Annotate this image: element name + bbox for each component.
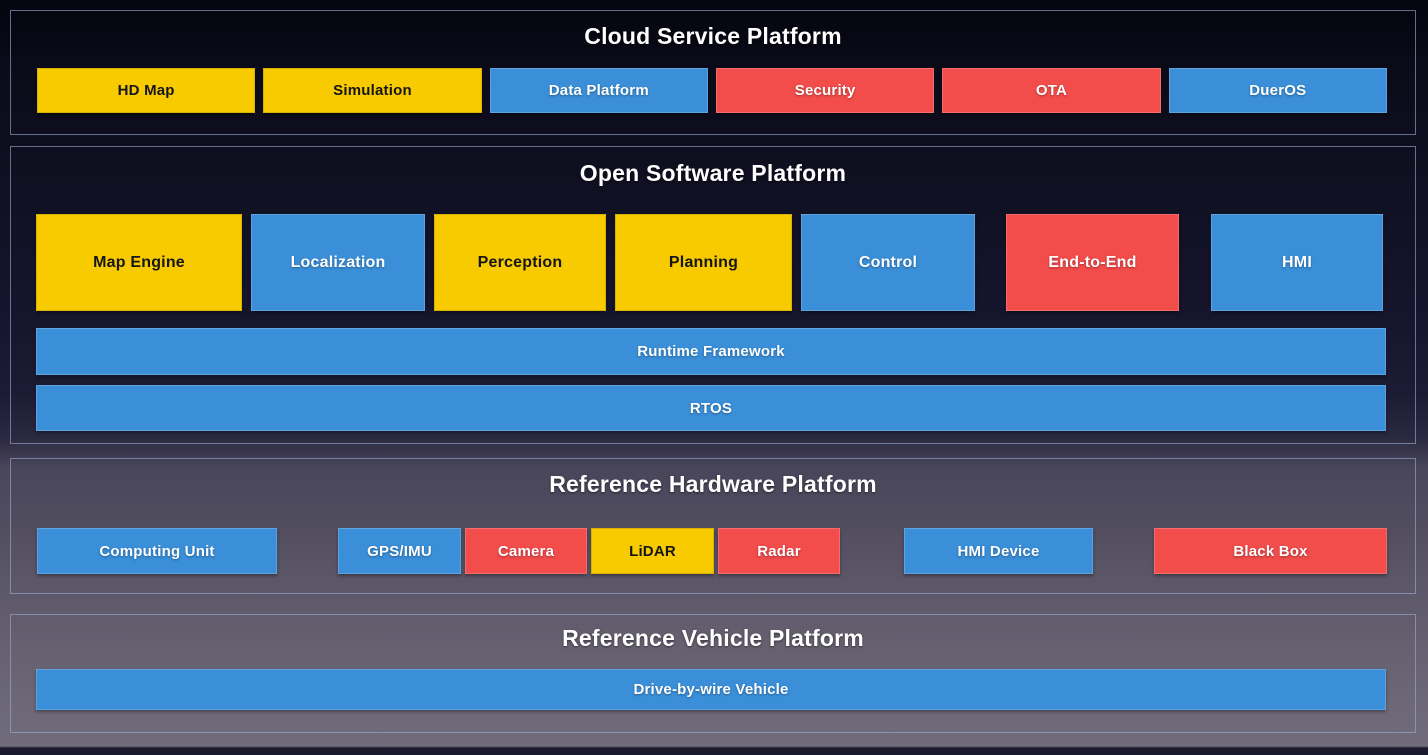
open-software-platform-title: Open Software Platform (579, 160, 847, 186)
box-control: Control (801, 214, 975, 311)
box-ota: OTA (942, 68, 1161, 113)
box-black-box: Black Box (1154, 528, 1387, 574)
cloud-service-platform-title: Cloud Service Platform (584, 23, 842, 49)
section-reference-hardware-platform: Reference Hardware Platform Computing Un… (10, 458, 1416, 594)
bar-drive-by-wire-vehicle: Drive-by-wire Vehicle (36, 669, 1386, 710)
box-planning: Planning (615, 214, 792, 311)
box-simulation: Simulation (263, 68, 482, 113)
box-data-platform: Data Platform (489, 68, 708, 113)
cloud-services-row: HD Map Simulation Data Platform Security… (37, 68, 1387, 113)
box-end-to-end: End-to-End (1006, 214, 1179, 311)
bar-runtime-framework: Runtime Framework (36, 328, 1386, 375)
section-open-software-platform: Open Software Platform Map Engine Locali… (10, 146, 1416, 444)
box-perception: Perception (434, 214, 606, 311)
section-reference-vehicle-platform: Reference Vehicle Platform Drive-by-wire… (10, 614, 1416, 733)
reference-hardware-platform-title: Reference Hardware Platform (549, 471, 877, 497)
box-gps-imu: GPS/IMU (338, 528, 461, 574)
software-modules-row: Map Engine Localization Perception Plann… (36, 214, 1383, 311)
box-hmi: HMI (1211, 214, 1383, 311)
box-dueros: DuerOS (1168, 68, 1387, 113)
box-map-engine: Map Engine (36, 214, 242, 311)
box-hd-map: HD Map (37, 68, 256, 113)
box-security: Security (715, 68, 935, 113)
box-computing-unit: Computing Unit (37, 528, 277, 574)
box-lidar: LiDAR (591, 528, 714, 574)
section-cloud-service-platform: Cloud Service Platform HD Map Simulation… (10, 10, 1416, 135)
box-radar: Radar (718, 528, 840, 574)
box-localization: Localization (251, 214, 425, 311)
hardware-row: Computing Unit GPS/IMU Camera LiDAR Rada… (37, 528, 1387, 574)
bar-rtos: RTOS (36, 385, 1386, 431)
reference-vehicle-platform-title: Reference Vehicle Platform (562, 625, 864, 651)
box-hmi-device: HMI Device (904, 528, 1093, 574)
box-camera: Camera (465, 528, 587, 574)
